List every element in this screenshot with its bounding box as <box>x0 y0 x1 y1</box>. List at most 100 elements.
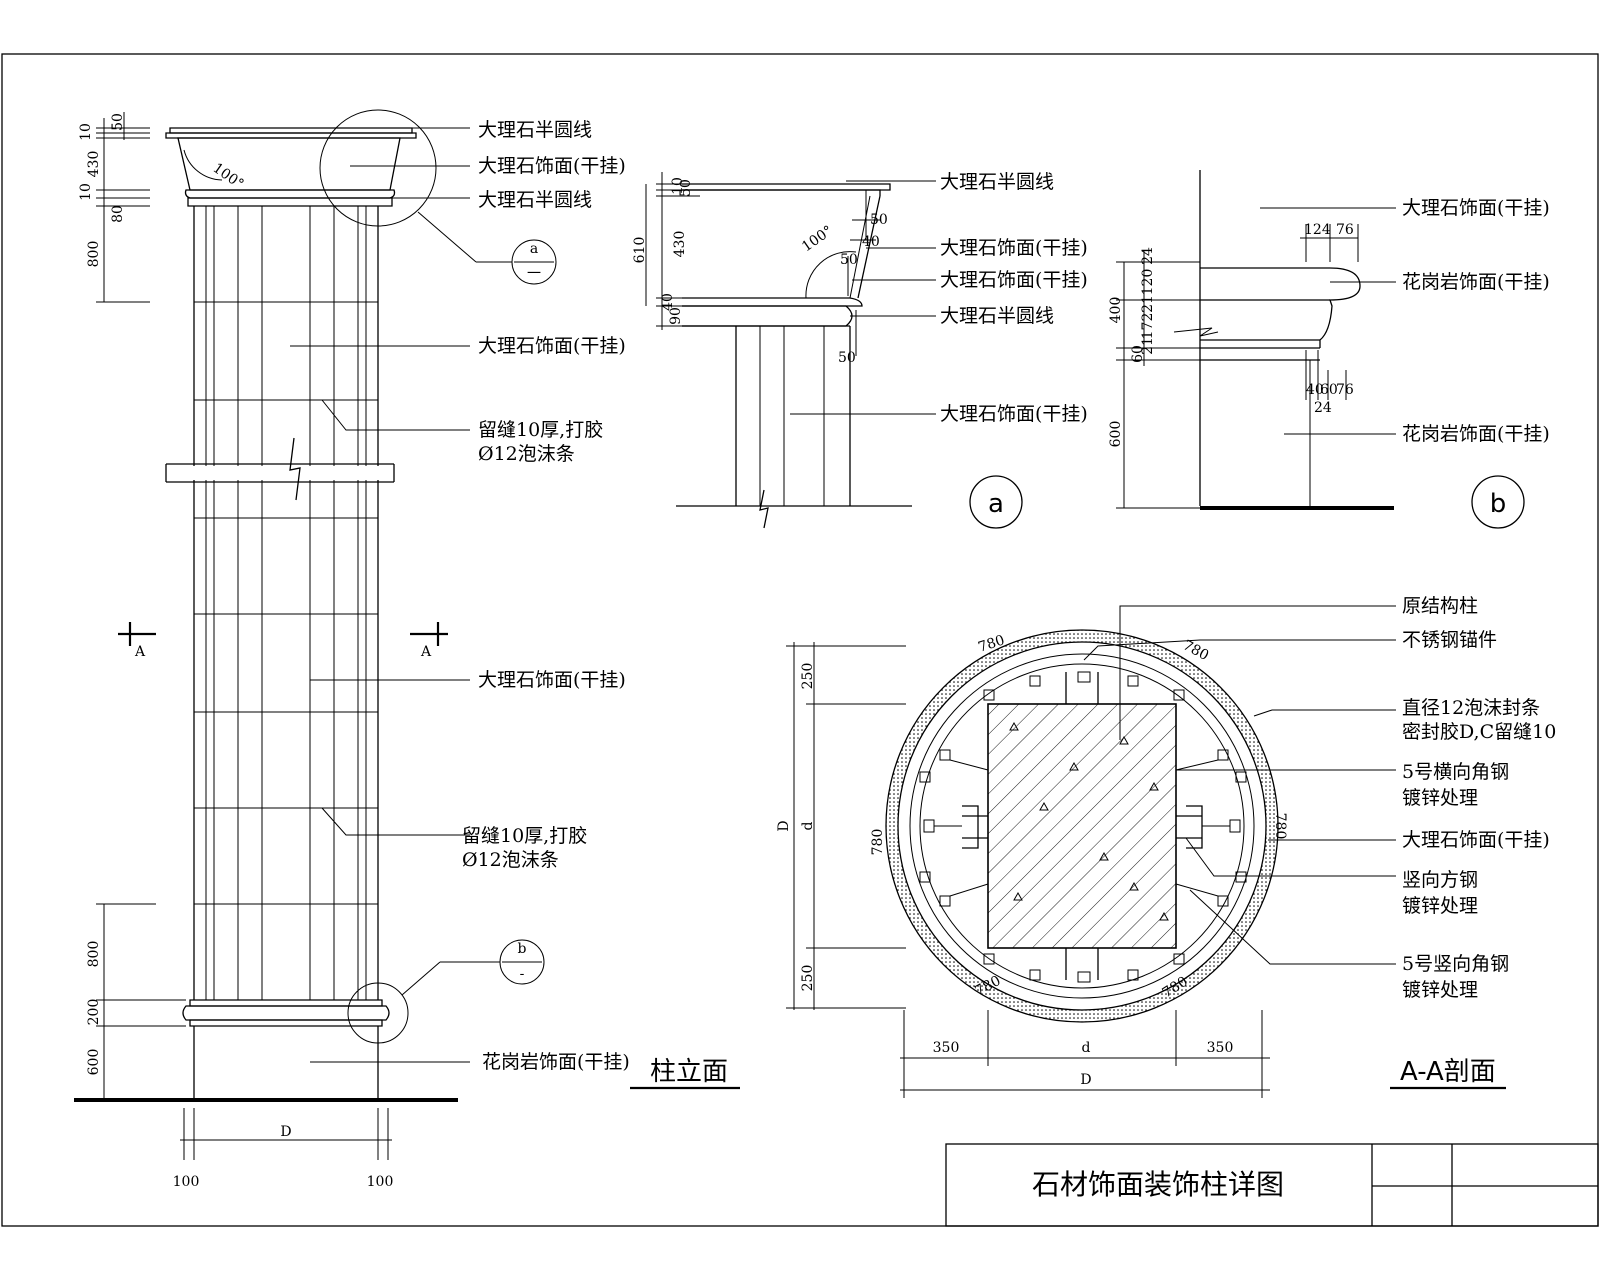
da-dim-r40: 40 <box>862 234 880 250</box>
sec-dim-350a: 350 <box>933 1040 960 1056</box>
sec-label-original-column: 原结构柱 <box>1402 595 1478 617</box>
dim-right-100: 100 <box>367 1174 394 1190</box>
elevation-title: 柱立面 <box>650 1057 728 1087</box>
db-dim-60: 60 <box>1130 345 1146 363</box>
detail-a-annotations: 大理石半圆线 大理石饰面(干挂) 大理石饰面(干挂) 大理石半圆线 大理石饰面(… <box>632 171 1088 519</box>
label-marble-facing-1: 大理石饰面(干挂) <box>478 155 626 177</box>
sec-label-horizontal-angle: 5号横向角钢 <box>1402 761 1509 783</box>
ref-b-bottom: - <box>520 966 525 982</box>
sec-label-galv-1: 镀锌处理 <box>1402 787 1478 809</box>
original-structural-column <box>987 703 1177 949</box>
section-annotations: 原结构柱 不锈钢锚件 直径12泡沫封条 密封胶D,C留缝10 5号横向角钢 镀锌… <box>776 595 1556 1090</box>
da-dim-r50a: 50 <box>870 212 888 228</box>
da-label-2: 大理石饰面(干挂) <box>940 237 1088 259</box>
sec-dim-250a: 250 <box>800 663 816 690</box>
sec-label-foam-strip: 直径12泡沫封条 <box>1402 697 1540 719</box>
label-foam-2: Ø12泡沫条 <box>462 849 559 871</box>
label-granite-facing: 花岗岩饰面(干挂) <box>482 1051 630 1073</box>
detail-b-mark-circle <box>1471 475 1525 529</box>
detail-a-callout-circle <box>319 109 437 227</box>
dim-50: 50 <box>110 113 126 131</box>
label-marble-half-round-1: 大理石半圆线 <box>478 119 592 141</box>
db-dim-76b: 76 <box>1336 382 1354 398</box>
sec-label-vertical-angle: 5号竖向角钢 <box>1402 953 1509 975</box>
da-dim-430: 430 <box>672 231 688 258</box>
dim-800b: 800 <box>86 941 102 968</box>
dim-left-100: 100 <box>173 1174 200 1190</box>
sec-dim-hD: D <box>1080 1072 1091 1088</box>
da-label-5: 大理石饰面(干挂) <box>940 403 1088 425</box>
dim-800a: 800 <box>86 241 102 268</box>
dim-width-D: D <box>280 1124 291 1140</box>
da-dim-50: 50 <box>678 179 694 197</box>
sec-dim-arc-1: 780 <box>976 632 1006 655</box>
sec-dim-arc-3: 780 <box>870 829 886 856</box>
title-block: 石材饰面装饰柱详图 <box>945 1143 1599 1227</box>
db-dim-60b: 60 <box>1320 382 1338 398</box>
sec-label-sealant: 密封胶D,C留缝10 <box>1402 721 1556 743</box>
dim-angle: 100° <box>210 160 247 192</box>
label-marble-facing-2: 大理石饰面(干挂) <box>478 335 626 357</box>
ref-a-bubble <box>511 239 557 285</box>
detail-a <box>645 172 1023 529</box>
db-label-3: 花岗岩饰面(干挂) <box>1402 423 1550 445</box>
da-dim-angle: 100° <box>799 223 836 255</box>
ref-a-bottom: 一 <box>527 266 541 282</box>
detail-b-callout-circle <box>347 982 409 1044</box>
dim-10a: 10 <box>78 123 94 141</box>
da-dim-r50b: 50 <box>840 252 858 268</box>
detail-a-mark-circle <box>969 475 1023 529</box>
dim-10b: 10 <box>78 183 94 201</box>
da-dim-10: 10 <box>670 177 686 195</box>
da-dim-90: 90 <box>668 307 684 325</box>
sec-dim-vD: D <box>776 820 792 831</box>
sec-dim-350b: 350 <box>1207 1040 1234 1056</box>
db-dim-24: 24 <box>1140 247 1156 265</box>
sec-dim-vd: d <box>800 821 816 830</box>
dim-80: 80 <box>110 205 126 223</box>
sec-label-marble-facing: 大理石饰面(干挂) <box>1402 829 1550 851</box>
db-dim-600: 600 <box>1108 421 1124 448</box>
db-dim-76a: 76 <box>1336 222 1354 238</box>
detail-b-annotations: 大理石饰面(干挂) 花岗岩饰面(干挂) 花岗岩饰面(干挂) b 124 76 2… <box>1108 197 1550 519</box>
label-marble-facing-3: 大理石饰面(干挂) <box>478 669 626 691</box>
da-dim-40: 40 <box>660 293 676 311</box>
sec-label-galv-2: 镀锌处理 <box>1402 895 1478 917</box>
label-joint-1: 留缝10厚,打胶 <box>478 419 603 441</box>
sec-dim-arc-4: 780 <box>1272 813 1288 840</box>
section-aa <box>786 605 1396 1098</box>
db-label-1: 大理石饰面(干挂) <box>1402 197 1550 219</box>
label-foam-1: Ø12泡沫条 <box>478 443 575 465</box>
detail-a-mark: a <box>988 489 1004 519</box>
da-label-3: 大理石饰面(干挂) <box>940 269 1088 291</box>
label-marble-half-round-2: 大理石半圆线 <box>478 189 592 211</box>
section-title: A-A剖面 <box>1400 1057 1496 1087</box>
dim-430: 430 <box>86 151 102 178</box>
sec-label-anchor: 不锈钢锚件 <box>1402 629 1497 651</box>
sec-dim-250b: 250 <box>800 965 816 992</box>
label-joint-2: 留缝10厚,打胶 <box>462 825 587 847</box>
da-dim-r50c: 50 <box>838 350 856 366</box>
section-mark-left: A <box>134 644 146 660</box>
da-label-4: 大理石半圆线 <box>940 305 1054 327</box>
db-label-2: 花岗岩饰面(干挂) <box>1402 271 1550 293</box>
drawing-title: 石材饰面装饰柱详图 <box>1032 1168 1284 1201</box>
db-dim-21b: 21 <box>1140 337 1156 355</box>
sec-dim-hd: d <box>1082 1040 1091 1056</box>
db-dim-40: 40 <box>1306 382 1324 398</box>
da-dim-610: 610 <box>632 237 648 264</box>
dim-600: 600 <box>86 1049 102 1076</box>
sheet-border <box>1 53 1599 1227</box>
ref-a-top: a <box>530 241 538 257</box>
section-mark-right: A <box>420 644 432 660</box>
detail-b <box>1116 170 1525 529</box>
elevation-annotations: 大理石半圆线 大理石饰面(干挂) 大理石半圆线 大理石饰面(干挂) 留缝10厚,… <box>78 113 740 1190</box>
db-dim-21a: 21 <box>1140 295 1156 313</box>
dim-200: 200 <box>86 999 102 1026</box>
ref-b-bubble <box>499 939 545 985</box>
db-dim-400: 400 <box>1108 297 1124 324</box>
detail-b-mark: b <box>1490 489 1507 519</box>
sec-label-vertical-tube: 竖向方钢 <box>1402 869 1478 891</box>
sec-label-galv-3: 镀锌处理 <box>1402 979 1478 1001</box>
